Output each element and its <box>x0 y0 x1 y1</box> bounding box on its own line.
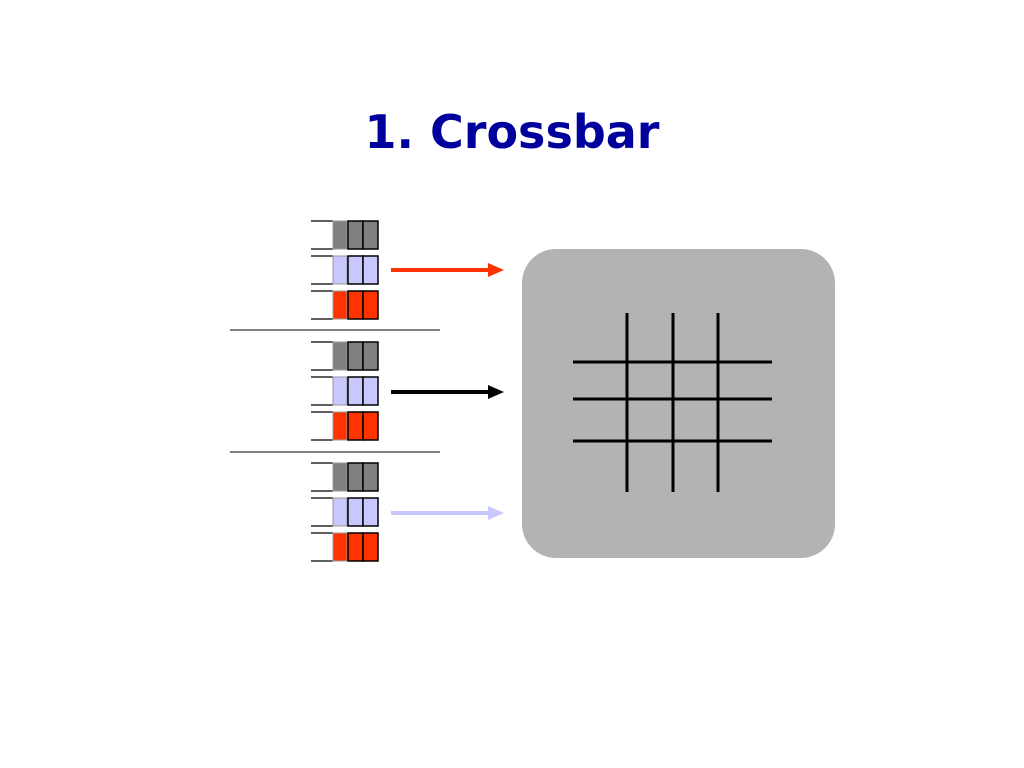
crossbar-grid <box>573 313 772 492</box>
input-arrow-3 <box>391 506 504 520</box>
queue-packet-cell <box>362 411 379 441</box>
queue-packet-cell <box>362 290 379 320</box>
crossbar-switch-icon <box>522 249 835 558</box>
queue-packet-cell <box>362 376 379 406</box>
queue-gray-port-1 <box>311 220 379 250</box>
queue-packet-cell <box>347 411 364 441</box>
queue-packet-cell <box>347 462 364 492</box>
arrow-head <box>488 506 504 520</box>
queue-packet-cell <box>347 290 364 320</box>
slide-title: 1. Crossbar <box>364 105 660 159</box>
queue-packet-cell <box>332 220 348 250</box>
input-port-1 <box>311 220 379 320</box>
queue-gray-port-3 <box>311 462 379 492</box>
queue-packet-cell <box>362 341 379 371</box>
input-ports <box>311 220 379 562</box>
queue-packet-cell <box>332 255 348 285</box>
input-port-2 <box>311 341 379 441</box>
queue-packet-cell <box>347 220 364 250</box>
queue-lavender-port-2 <box>311 376 379 406</box>
queue-packet-cell <box>332 462 348 492</box>
queue-packet-cell <box>332 376 348 406</box>
queue-packet-cell <box>347 532 364 562</box>
queue-red-port-1 <box>311 290 379 320</box>
switch-fabric <box>522 249 835 558</box>
queue-packet-cell <box>362 255 379 285</box>
queue-packet-cell <box>332 497 348 527</box>
queue-packet-cell <box>347 376 364 406</box>
queue-packet-cell <box>332 532 348 562</box>
port-dividers <box>230 329 440 453</box>
queue-packet-cell <box>362 497 379 527</box>
queue-packet-cell <box>362 532 379 562</box>
queue-red-port-2 <box>311 411 379 441</box>
arrow-head <box>488 385 504 399</box>
queue-lavender-port-1 <box>311 255 379 285</box>
queue-lavender-port-3 <box>311 497 379 527</box>
queue-red-port-3 <box>311 532 379 562</box>
queue-packet-cell <box>362 220 379 250</box>
queue-packet-cell <box>362 462 379 492</box>
arrow-head <box>488 263 504 277</box>
queue-packet-cell <box>347 497 364 527</box>
queue-packet-cell <box>332 411 348 441</box>
input-arrow-2 <box>391 385 504 399</box>
queue-packet-cell <box>347 341 364 371</box>
queue-packet-cell <box>347 255 364 285</box>
input-port-3 <box>311 462 379 562</box>
queue-gray-port-2 <box>311 341 379 371</box>
queue-packet-cell <box>332 341 348 371</box>
input-arrows <box>391 263 504 520</box>
input-arrow-1 <box>391 263 504 277</box>
queue-packet-cell <box>332 290 348 320</box>
